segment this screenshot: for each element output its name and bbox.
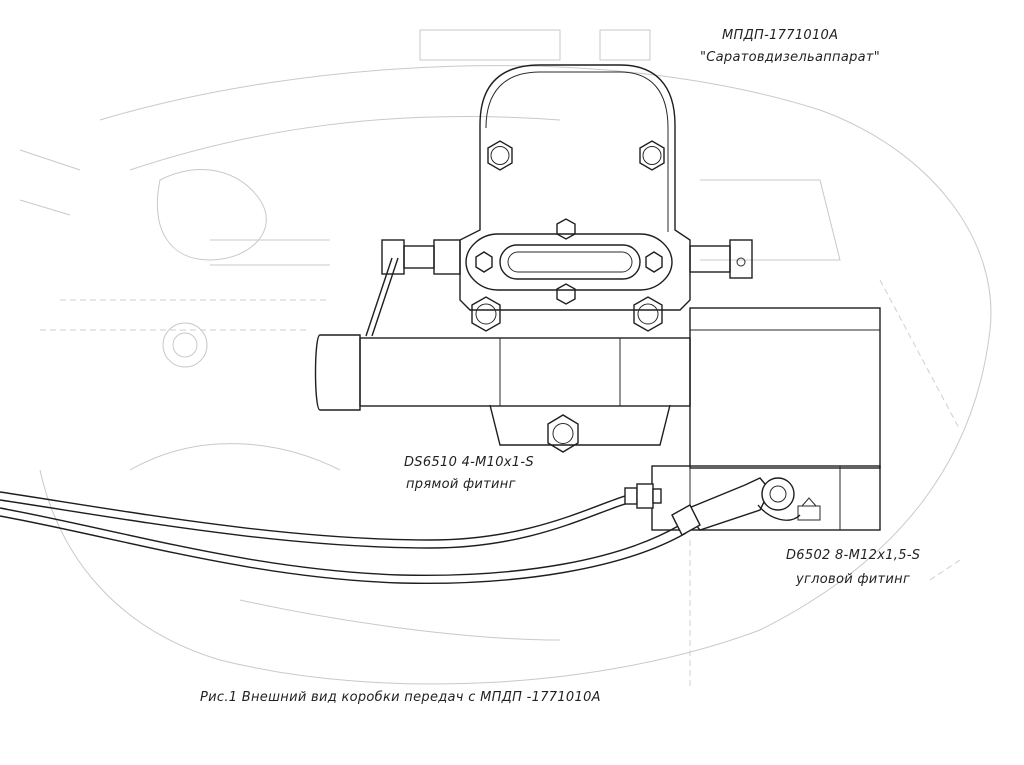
- straight-fitting: [624, 483, 662, 509]
- bolt-lower-right: [633, 296, 663, 332]
- valve-housing: [459, 64, 691, 332]
- angle-fitting-code-label: D6502 8-M12x1,5-S: [786, 548, 921, 563]
- left-side-fitting: [365, 239, 461, 337]
- manufacturer-label: "Саратовдизельаппарат": [700, 50, 881, 65]
- bolt-lower-left: [471, 296, 501, 332]
- figure-caption: Рис.1 Внешний вид коробки передач с МПДП…: [200, 690, 601, 705]
- right-side-fitting: [689, 239, 753, 279]
- bolt-bottom: [547, 414, 579, 453]
- valve-plate: [465, 218, 673, 305]
- straight-fitting-code-label: DS6510 4-M10x1-S: [404, 455, 534, 470]
- bolt-upper-left: [487, 140, 513, 171]
- bolt-upper-right: [639, 140, 665, 171]
- straight-fitting-name-label: прямой фитинг: [406, 477, 516, 492]
- air-tubes: [0, 491, 687, 585]
- cylinder-body: [314, 334, 691, 453]
- angle-fitting-name-label: угловой фитинг: [796, 572, 911, 587]
- angle-fitting: [671, 477, 801, 536]
- unit-code-label: МПДП-1771010А: [722, 28, 839, 43]
- gearbox-background-outline: [19, 29, 992, 690]
